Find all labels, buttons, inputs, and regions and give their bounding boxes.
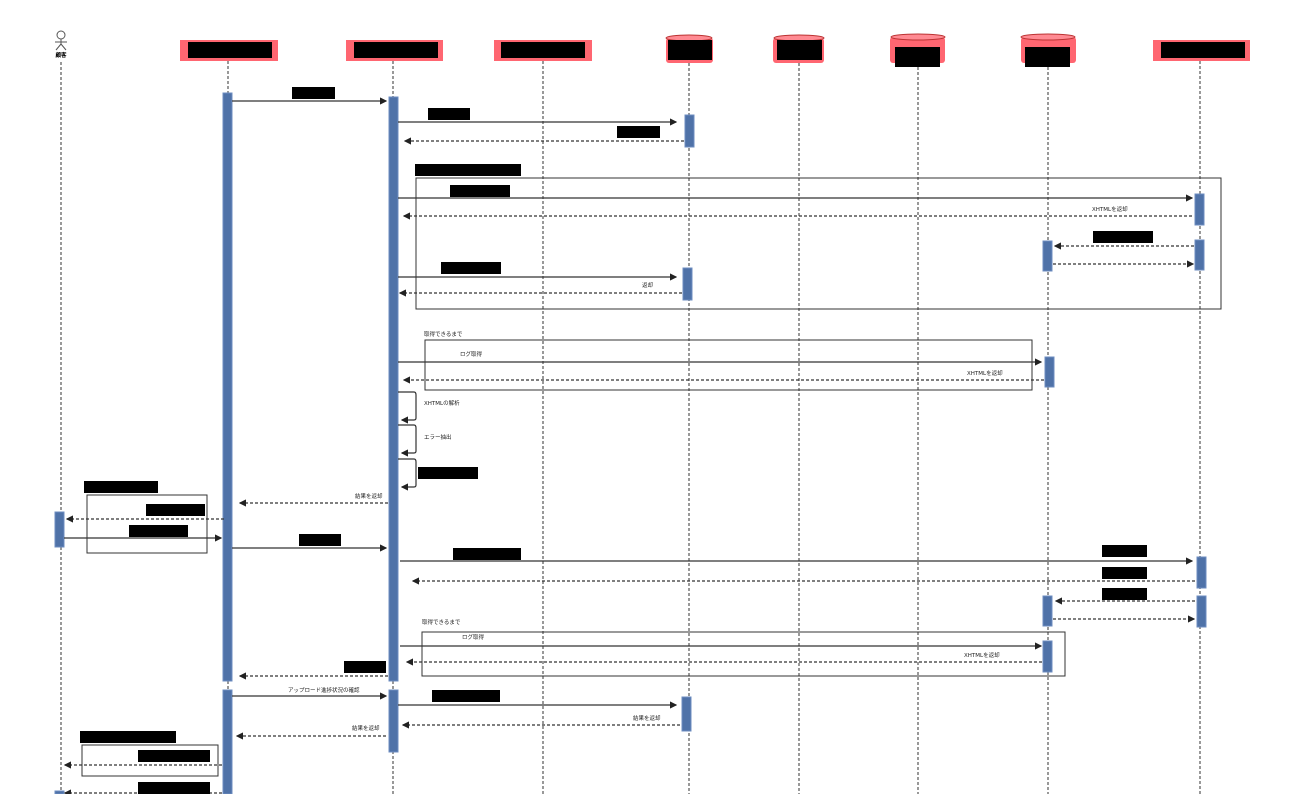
label-parse-xhtml: XHTMLの解析 [424,399,460,407]
participant-headers [180,33,1250,67]
label-return-xhtml: XHTMLを返却 [1092,205,1128,213]
actor-customer: 顧客 [55,30,67,59]
actor-label: 顧客 [55,51,67,59]
messages [63,97,1196,794]
label-return-xhtml: XHTMLを返却 [964,651,1000,659]
label-return: 返却 [642,281,654,289]
database-icon [890,33,946,67]
label-get-log: ログ取得 [460,350,483,358]
label-check-upload-progress: アップロード進捗状況の確認 [288,686,360,694]
label-return-xhtml: XHTMLを返却 [967,369,1003,377]
label-loop-until-acquired: 取得できるまで [422,618,461,626]
label-get-log: ログ取得 [462,633,485,641]
database-icon [773,34,825,63]
frames [81,177,1222,777]
message-labels: XHTMLを返却 返却 取得できるまで ログ取得 XHTMLを返却 XHTMLの… [288,205,1128,732]
label-return-result: 結果を返却 [633,714,661,722]
redacted-labels [80,87,1153,794]
label-return-result: 結果を返却 [355,492,383,500]
label-return-result: 結果を返却 [352,724,380,732]
database-icon [1020,33,1076,67]
label-loop-until-acquired: 取得できるまで [424,330,463,338]
activation-bars [54,92,1207,794]
database-icon [665,34,713,63]
label-extract-errors: エラー抽出 [424,433,452,441]
